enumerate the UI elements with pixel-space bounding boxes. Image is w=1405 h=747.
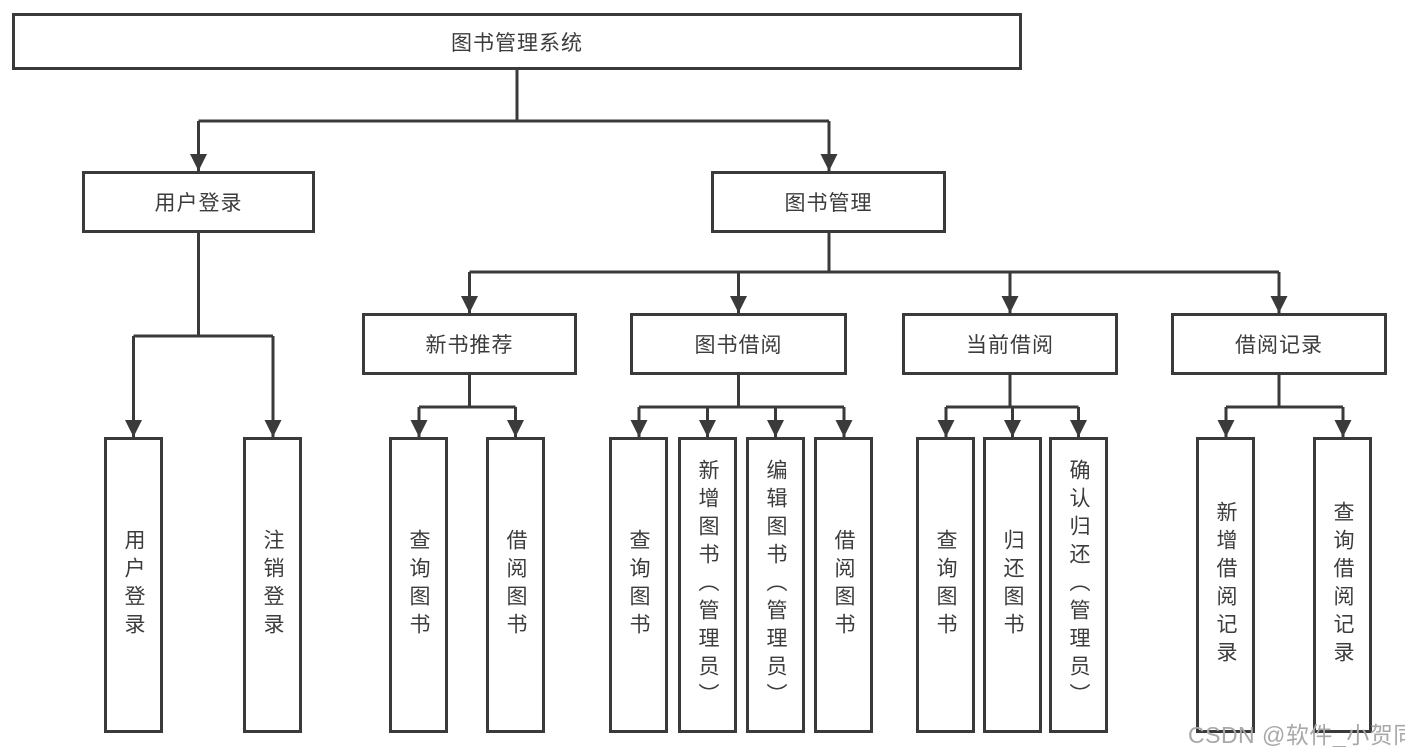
node-book-borrowing-label: 图书借阅 [694,334,783,357]
node-borrowing-records: 借阅记录 [1171,313,1387,375]
node-library-system-label: 图书管理系统 [451,31,583,55]
node-user-login: 用户登录 [82,171,315,233]
leaf-borrow-books-rec-label: 借阅图书 [504,529,528,641]
leaf-query-borrow-record: 查询借阅记录 [1313,437,1372,733]
connector-current-borrow-to-leaves [937,375,1087,437]
connector-user-login-to-leaves [125,233,282,437]
node-current-borrowing: 当前借阅 [902,313,1118,375]
leaf-query-books-current: 查询图书 [916,437,975,733]
connector-root-to-level2 [190,70,838,171]
leaf-borrow-books-rec: 借阅图书 [486,437,545,733]
connector-borrow-records-to-leaves [1217,375,1352,437]
leaf-edit-book-admin-label: 编辑图书（管理员） [764,459,788,711]
leaf-query-books-borrow-label: 查询图书 [627,529,651,641]
leaf-query-borrow-record-label: 查询借阅记录 [1331,501,1355,669]
leaf-borrow-books-label: 借阅图书 [832,529,856,641]
leaf-return-books-label: 归还图书 [1001,529,1025,641]
leaf-add-book-admin-label: 新增图书（管理员） [696,459,720,711]
node-user-login-label: 用户登录 [154,192,243,215]
connector-book-mgmt-to-level3 [461,233,1288,313]
leaf-return-books: 归还图书 [983,437,1042,733]
leaf-add-borrow-record: 新增借阅记录 [1196,437,1255,733]
leaf-logout: 注销登录 [243,437,302,733]
leaf-add-borrow-record-label: 新增借阅记录 [1214,501,1238,669]
leaf-edit-book-admin: 编辑图书（管理员） [746,437,805,733]
leaf-query-books-borrow: 查询图书 [609,437,668,733]
leaf-logout-label: 注销登录 [261,529,285,641]
leaf-user-login: 用户登录 [104,437,163,733]
leaf-add-book-admin: 新增图书（管理员） [678,437,737,733]
node-new-book-recommend-label: 新书推荐 [425,334,514,357]
node-book-management: 图书管理 [711,171,946,233]
leaf-user-login-label: 用户登录 [122,529,146,641]
node-new-book-recommend: 新书推荐 [362,313,577,375]
node-current-borrowing-label: 当前借阅 [966,334,1054,357]
leaf-query-books-rec-label: 查询图书 [407,529,431,641]
node-book-management-label: 图书管理 [784,192,873,215]
connector-book-borrow-to-leaves [630,375,853,437]
leaf-confirm-return-admin-label: 确认归还（管理员） [1067,459,1091,711]
leaf-borrow-books: 借阅图书 [814,437,873,733]
leaf-confirm-return-admin: 确认归还（管理员） [1049,437,1108,733]
node-library-system: 图书管理系统 [12,13,1022,70]
connector-new-book-rec-to-leaves [410,375,524,437]
leaf-query-books-rec: 查询图书 [389,437,448,733]
node-book-borrowing: 图书借阅 [630,313,847,375]
csdn-watermark: CSDN @软件_小贺同学 [1188,722,1405,747]
leaf-query-books-current-label: 查询图书 [934,529,958,641]
node-borrowing-records-label: 借阅记录 [1235,334,1323,357]
